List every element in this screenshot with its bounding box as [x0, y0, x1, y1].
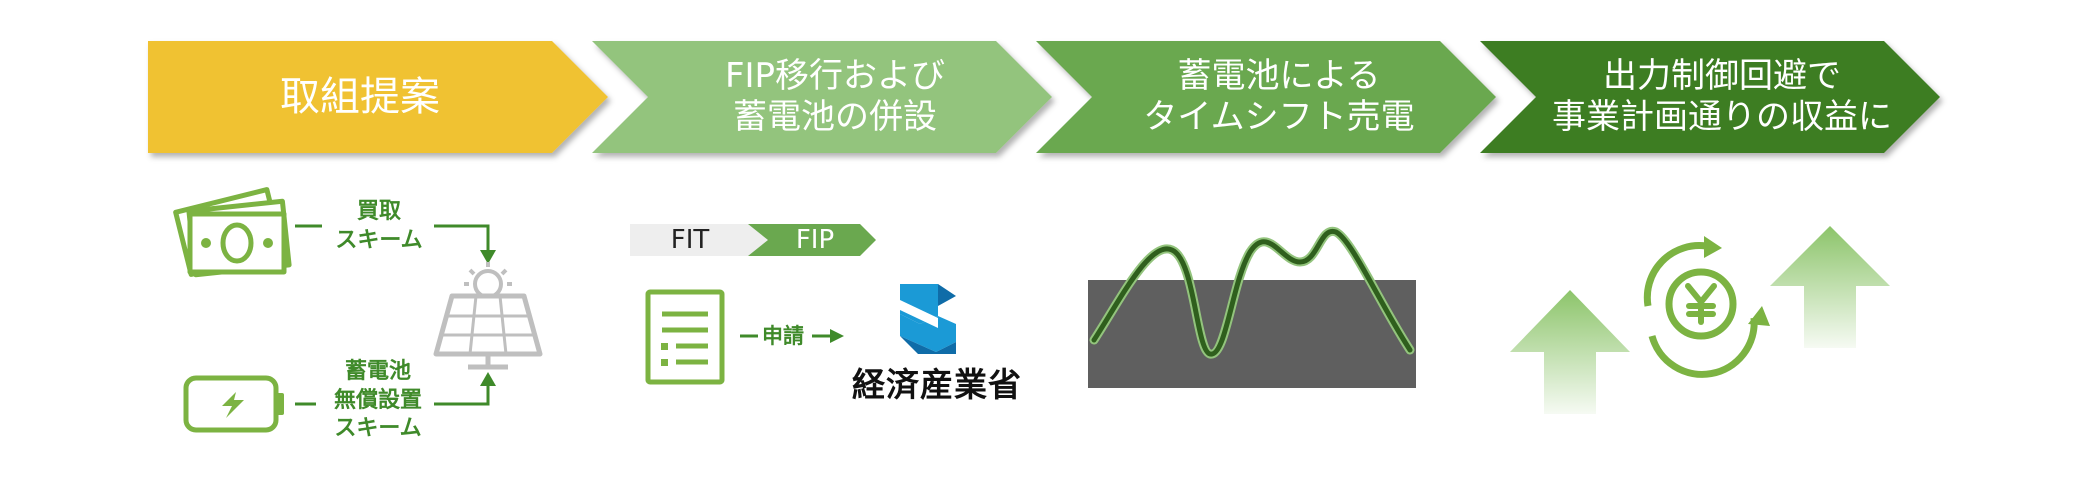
- battery-icon: [183, 375, 284, 433]
- step-4-title: 出力制御回避で 事業計画通りの収益に: [1552, 55, 1892, 137]
- document-icon: [645, 289, 725, 385]
- price-curve: [1091, 228, 1413, 357]
- meti-logo-icon: [900, 284, 956, 354]
- ministry-name: 経済産業省: [852, 365, 1022, 404]
- fit-label: FIT: [670, 225, 710, 255]
- battery-scheme-label: 蓄電池 無償設置 スキーム: [333, 359, 422, 442]
- solar-panel-icon: [433, 262, 543, 370]
- purchase-arrowhead: [480, 250, 496, 264]
- step-1-title: 取組提案: [280, 73, 440, 120]
- step-2-chevron: [592, 41, 1052, 153]
- fip-label: FIP: [795, 225, 835, 255]
- fip-tab: [748, 224, 876, 256]
- fit-tab: [630, 224, 782, 256]
- apply-arrowhead: [830, 329, 844, 343]
- battery-arrowhead: [480, 372, 496, 386]
- purchase-connector: [295, 224, 490, 252]
- purchase-scheme-label: 買取 スキーム: [335, 199, 423, 253]
- arrow-up-icon: [1510, 290, 1630, 414]
- step-1-chevron: [148, 41, 608, 153]
- yen-cycle-icon: [1643, 236, 1770, 378]
- battery-connector: [295, 382, 490, 406]
- step-4-chevron: [1480, 41, 1940, 153]
- arrow-up-icon-2: [1770, 226, 1890, 348]
- step-3-title: 蓄電池による タイムシフト売電: [1143, 55, 1415, 137]
- apply-label: 申請: [762, 324, 804, 348]
- money-icon: [173, 187, 292, 278]
- night-band: [1088, 280, 1416, 388]
- step-3-chevron: [1036, 41, 1496, 153]
- step-2-title: FIP移行および 蓄電池の併設: [724, 55, 946, 137]
